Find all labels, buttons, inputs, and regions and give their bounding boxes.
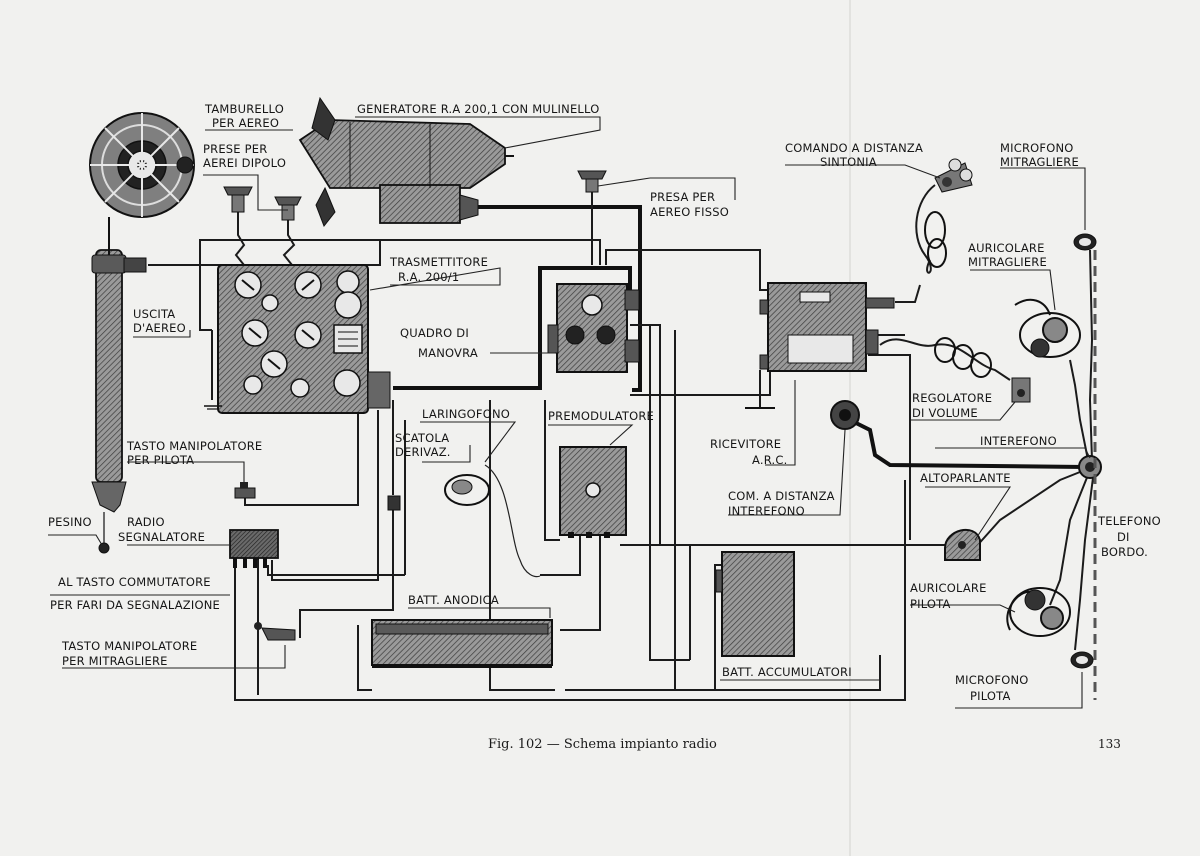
premodulator-unit [559, 446, 627, 538]
pilot-morse-key [234, 482, 256, 499]
dipole-aerial-sockets [223, 186, 302, 221]
accumulator-battery [715, 551, 795, 657]
trailing-aerial-weight [98, 542, 110, 554]
fixed-aerial-socket [577, 170, 607, 193]
ground-symbols [204, 405, 775, 410]
label-batt-anodica: BATT. ANODICA [408, 593, 499, 607]
wiring [105, 190, 1095, 701]
remote-tuning-control [915, 158, 973, 274]
transmitter-unit [217, 264, 391, 414]
junction-box [387, 495, 401, 511]
leader-lines [48, 116, 1091, 709]
label-generatore: GENERATORE R.A 200,1 CON MULINELLO [357, 102, 599, 116]
aerial-reel-drum [89, 112, 195, 218]
receiver-unit [759, 282, 895, 372]
label-altoparlante: ALTOPARLANTE [920, 471, 1011, 485]
label-premodulatore: PREMODULATORE [548, 409, 654, 423]
gunner-headset [1014, 298, 1081, 358]
figure-caption: Fig. 102 — Schema impianto radio [488, 737, 717, 752]
throat-microphone [444, 474, 490, 506]
label-batt-accumulatori: BATT. ACCUMULATORI [722, 665, 852, 679]
pilot-headset [1006, 587, 1071, 637]
radio-signaller-unit [229, 529, 279, 568]
generator-with-windmill [298, 96, 514, 228]
aerial-outlet-tube [91, 217, 147, 513]
label-pesino: PESINO [48, 515, 92, 529]
remote-interphone-control [830, 400, 860, 430]
pilot-microphone [1070, 651, 1094, 669]
gunner-morse-key [254, 622, 296, 641]
interphone-junction [1078, 455, 1102, 479]
anode-battery [371, 619, 553, 668]
label-interefono: INTEREFONO [980, 434, 1057, 448]
gunner-microphone [1073, 233, 1097, 251]
volume-regulator [879, 337, 1031, 403]
loudspeaker [944, 529, 981, 561]
control-panel [547, 283, 640, 373]
page-number: 133 [1098, 737, 1121, 751]
label-laringofono: LARINGOFONO [422, 407, 510, 421]
